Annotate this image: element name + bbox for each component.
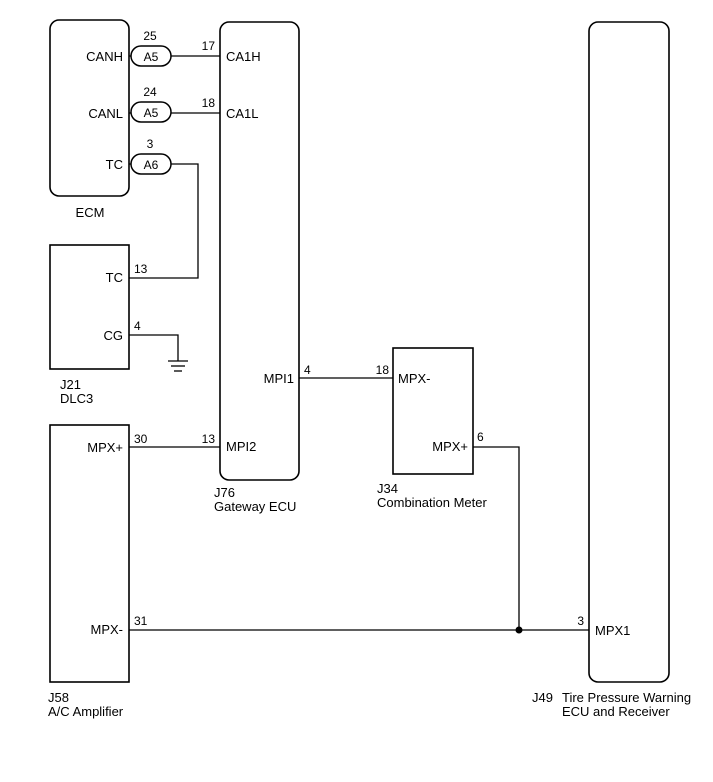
dlc3-pin-tc: TC — [106, 270, 123, 285]
gateway-code: J76 — [214, 485, 235, 500]
gateway-pin-ca1h-num: 17 — [202, 39, 216, 53]
ecm-connector-canl: 24 A5 — [129, 85, 172, 123]
dlc3-pin-cg: CG — [104, 328, 124, 343]
ac-pin-mpx-plus-num: 30 — [134, 432, 148, 446]
gateway-label: Gateway ECU — [214, 499, 296, 514]
ecm-component: CANH CANL TC ECM — [49, 19, 130, 220]
gateway-pin-mpi2: MPI2 — [226, 439, 256, 454]
wire-canl: 18 — [171, 96, 220, 114]
tpws-pin-mpx1-num: 3 — [577, 614, 584, 628]
meter-pin-mpx-minus: MPX- — [398, 371, 431, 386]
ecm-box — [49, 19, 130, 197]
meter-code: J34 — [377, 481, 398, 496]
wire-meter-mpx-plus — [473, 446, 520, 630]
tpws-pin-mpx1: MPX1 — [595, 623, 630, 638]
dlc3-pin-tc-num: 13 — [134, 262, 148, 276]
ecm-connector-canh-pin: 25 — [143, 29, 157, 43]
tpws-label-line2: ECU and Receiver — [562, 704, 670, 719]
gateway-pin-ca1l: CA1L — [226, 106, 259, 121]
ecm-connector-canh: 25 A5 — [129, 29, 172, 67]
gateway-ecu-component: CA1H CA1L MPI1 MPI2 J76 Gateway ECU — [214, 21, 300, 514]
wire-junction-dot — [515, 626, 523, 634]
gateway-pin-mpi1-num: 4 — [304, 363, 311, 377]
wire-mpi1: 4 — [299, 363, 393, 379]
ecm-connector-tc-id: A6 — [144, 158, 159, 172]
wire-canh: 17 — [171, 39, 220, 57]
ecm-connector-canh-id: A5 — [144, 50, 159, 64]
wire-mpi2: 13 — [129, 432, 220, 448]
ecm-label: ECM — [76, 205, 105, 220]
dlc3-code: J21 — [60, 377, 81, 392]
ac-pin-mpx-plus: MPX+ — [87, 440, 123, 455]
ecm-pin-tc: TC — [106, 157, 123, 172]
ecm-connector-tc: 3 A6 — [129, 137, 172, 175]
tpws-label-line1: Tire Pressure Warning — [562, 690, 691, 705]
ac-pin-mpx-minus: MPX- — [91, 622, 124, 637]
ac-label: A/C Amplifier — [48, 704, 124, 719]
dlc3-box — [49, 244, 130, 370]
tpws-ecu-box — [588, 21, 670, 683]
ac-amplifier-component: MPX+ 30 MPX- 31 J58 A/C Amplifier — [48, 424, 148, 719]
gateway-pin-mpi1: MPI1 — [264, 371, 294, 386]
ac-amplifier-box — [49, 424, 130, 683]
meter-label: Combination Meter — [377, 495, 487, 510]
gateway-pin-mpi2-num: 13 — [202, 432, 216, 446]
connector-a5-canl — [130, 101, 172, 123]
gateway-ecu-box — [219, 21, 300, 481]
combination-meter-box — [392, 347, 474, 475]
tpws-code: J49 — [532, 690, 553, 705]
ecm-connector-canl-pin: 24 — [143, 85, 157, 99]
ecm-connector-canl-id: A5 — [144, 106, 159, 120]
ac-pin-mpx-minus-num: 31 — [134, 614, 148, 628]
dlc3-pin-cg-num: 4 — [134, 319, 141, 333]
dlc3-label: DLC3 — [60, 391, 93, 406]
ac-code: J58 — [48, 690, 69, 705]
meter-pin-mpx-plus: MPX+ — [432, 439, 468, 454]
wire-tc — [129, 163, 199, 279]
meter-pin-mpx-plus-num: 6 — [477, 430, 484, 444]
dlc3-component: TC 13 CG 4 J21 DLC3 — [49, 244, 148, 406]
gateway-pin-ca1h: CA1H — [226, 49, 261, 64]
tpws-ecu-component: MPX1 3 J49 Tire Pressure Warning ECU and… — [532, 21, 691, 719]
combination-meter-component: MPX- 18 MPX+ 6 J34 Combination Meter — [376, 347, 487, 510]
ecm-connector-tc-pin: 3 — [147, 137, 154, 151]
ground-symbol — [129, 334, 188, 372]
meter-pin-mpx-minus-num: 18 — [376, 363, 390, 377]
ecm-pin-canh: CANH — [86, 49, 123, 64]
ecm-pin-canl: CANL — [88, 106, 123, 121]
gateway-pin-ca1l-num: 18 — [202, 96, 216, 110]
